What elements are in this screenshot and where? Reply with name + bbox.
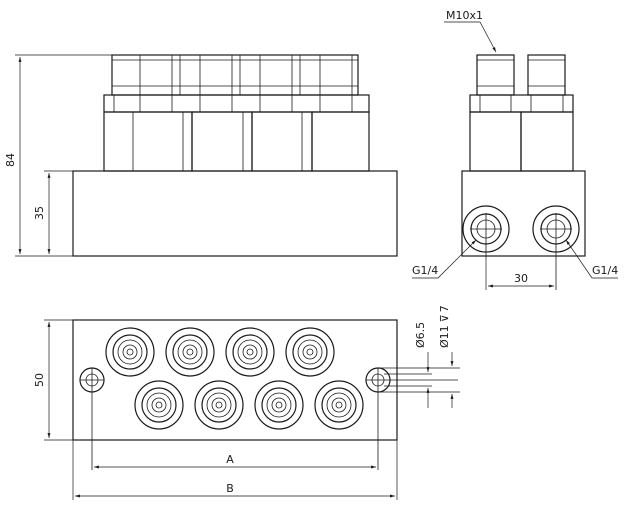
top-view: 50 A B Ø6.5 Ø11 ⊽ 7 <box>33 305 460 500</box>
label-port-right: G1/4 <box>592 264 618 277</box>
label-thread: M10x1 <box>446 9 483 22</box>
outlet-row-bottom <box>134 380 364 430</box>
mounting-hole-right <box>365 367 458 470</box>
dim-port-spacing: 30 <box>514 272 528 285</box>
dim-total-height: 84 <box>4 153 17 167</box>
outlet-row-top <box>105 327 335 377</box>
depth-symbol-icon: ⊽ <box>438 314 451 322</box>
side-port-right <box>532 205 580 290</box>
front-fittings <box>111 54 359 96</box>
dim-width: 50 <box>33 373 46 387</box>
front-base-block <box>72 170 398 257</box>
label-bore-counter: Ø11 ⊽ 7 <box>438 305 451 348</box>
mounting-hole-left <box>79 367 105 470</box>
dim-base-height: 35 <box>33 206 46 220</box>
top-base-block <box>72 319 398 441</box>
dim-hole-spacing: A <box>226 453 234 466</box>
side-port-left <box>462 205 510 258</box>
front-valve-bodies <box>103 111 370 172</box>
label-bore-small: Ø6.5 <box>414 322 427 348</box>
front-view: 84 35 <box>4 54 398 257</box>
side-view: 30 M10x1 G1/4 G1/4 <box>412 9 618 290</box>
dim-overall-length: B <box>226 482 234 495</box>
label-bore-counter-value: Ø11 <box>438 325 451 348</box>
label-port-left: G1/4 <box>412 264 438 277</box>
front-hex-band <box>103 94 370 113</box>
label-counter-depth: 7 <box>438 305 451 312</box>
